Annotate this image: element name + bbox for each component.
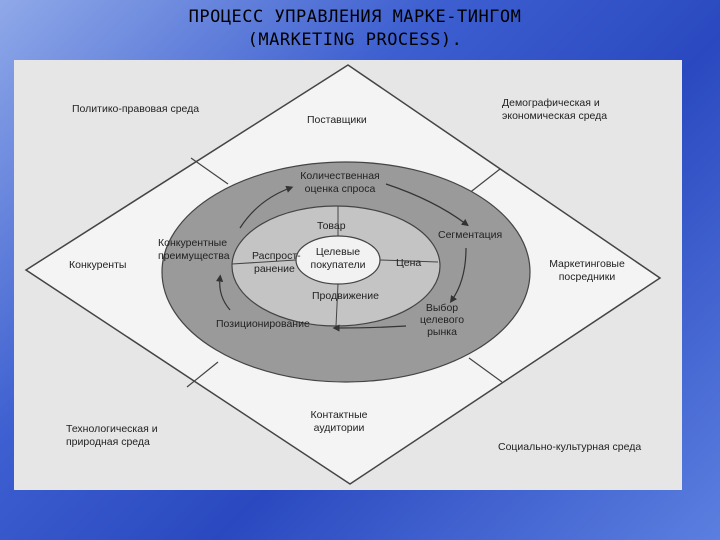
label-target-customers-1: Целевые bbox=[306, 246, 370, 258]
label-intermediaries-2: посредники bbox=[542, 271, 632, 283]
label-target-1: Выбор bbox=[412, 302, 472, 314]
label-target-2: целевого bbox=[412, 314, 472, 326]
label-demand-estimation-2: оценка спроса bbox=[290, 183, 390, 195]
label-political-legal: Политико-правовая среда bbox=[72, 103, 199, 115]
label-suppliers: Поставщики bbox=[307, 114, 367, 126]
diagram-panel: Политико-правовая среда Демографическая … bbox=[14, 60, 682, 490]
label-competitive-advantage-2: преимущества bbox=[158, 250, 230, 262]
label-distribution-1: Распрост- bbox=[252, 250, 301, 262]
label-demographic-economic-1: Демографическая и bbox=[502, 97, 600, 109]
label-target-customers-2: покупатели bbox=[306, 259, 370, 271]
slide-title-line-2: (MARKETING PROCESS). bbox=[0, 29, 715, 51]
label-publics-1: Контактные bbox=[299, 409, 379, 421]
slide-title-line-1: ПРОЦЕСС УПРАВЛЕНИЯ МАРКЕ-ТИНГОМ bbox=[0, 6, 715, 28]
label-target-3: рынка bbox=[412, 326, 472, 338]
label-distribution-2: ранение bbox=[254, 263, 295, 275]
label-price: Цена bbox=[396, 257, 421, 269]
label-segmentation: Сегментация bbox=[438, 229, 502, 241]
label-demographic-economic-2: экономическая среда bbox=[502, 110, 607, 122]
label-demand-estimation-1: Количественная bbox=[290, 170, 390, 182]
label-positioning: Позиционирование bbox=[216, 318, 310, 330]
label-publics-2: аудитории bbox=[299, 422, 379, 434]
label-competitors: Конкуренты bbox=[69, 259, 126, 271]
label-technological-natural-2: природная среда bbox=[66, 436, 150, 448]
label-promotion: Продвижение bbox=[312, 290, 379, 302]
label-technological-natural-1: Технологическая и bbox=[66, 423, 158, 435]
label-social-cultural: Социально-культурная среда bbox=[498, 441, 641, 453]
label-product: Товар bbox=[317, 220, 346, 232]
label-intermediaries-1: Маркетинговые bbox=[542, 258, 632, 270]
label-competitive-advantage-1: Конкурентные bbox=[158, 237, 227, 249]
